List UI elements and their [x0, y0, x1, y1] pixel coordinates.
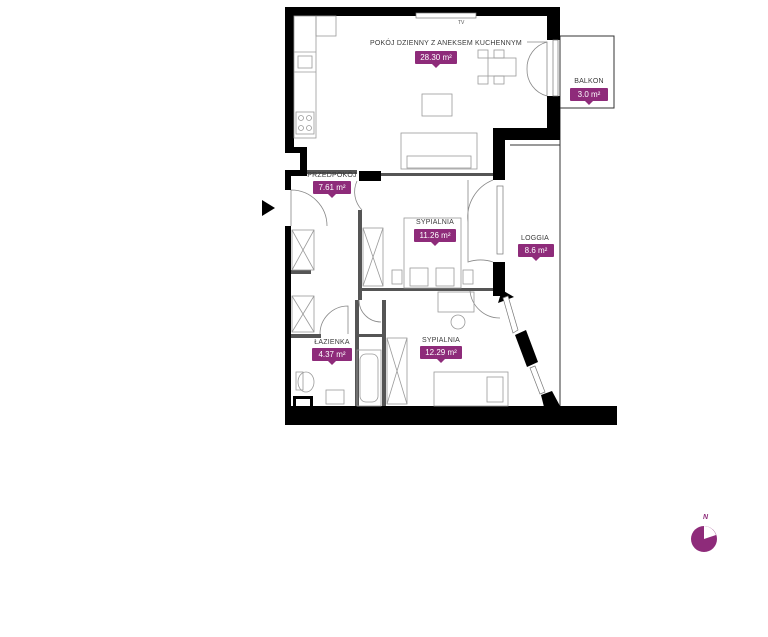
outdoor-outlines: [510, 35, 615, 406]
room-name-hall: PRZEDPOKÓJ: [307, 172, 357, 179]
area-badge-living: 28.30 m²: [415, 51, 457, 68]
area-badge-bathroom: 4.37 m²: [312, 348, 352, 365]
doors: [290, 41, 548, 335]
windows: [415, 12, 559, 395]
area-badge-loggia: 8.6 m²: [518, 244, 554, 261]
area-badge-bedroom1: 11.26 m²: [414, 229, 456, 246]
area-badge-hall: 7.61 m²: [313, 181, 351, 198]
interior-walls: [291, 170, 493, 406]
compass-icon: [691, 526, 717, 552]
furniture: [291, 15, 517, 407]
room-name-bedroom2: SYPIALNIA: [422, 337, 460, 344]
compass-label: N: [703, 514, 709, 521]
room-name-balcony: BALKON: [574, 78, 604, 85]
exterior-walls: [285, 7, 617, 425]
room-name-living: POKÓJ DZIENNY Z ANEKSEM KUCHENNYM: [370, 40, 522, 47]
room-name-bathroom: ŁAZIENKA: [314, 339, 350, 346]
area-badge-balcony: 3.0 m²: [570, 88, 608, 105]
room-name-loggia: LOGGIA: [520, 235, 550, 242]
tv-label: TV: [458, 20, 465, 26]
entrance-arrow: [262, 200, 275, 216]
room-name-bedroom1: SYPIALNIA: [416, 219, 454, 226]
area-badge-bedroom2: 12.29 m²: [420, 346, 462, 363]
